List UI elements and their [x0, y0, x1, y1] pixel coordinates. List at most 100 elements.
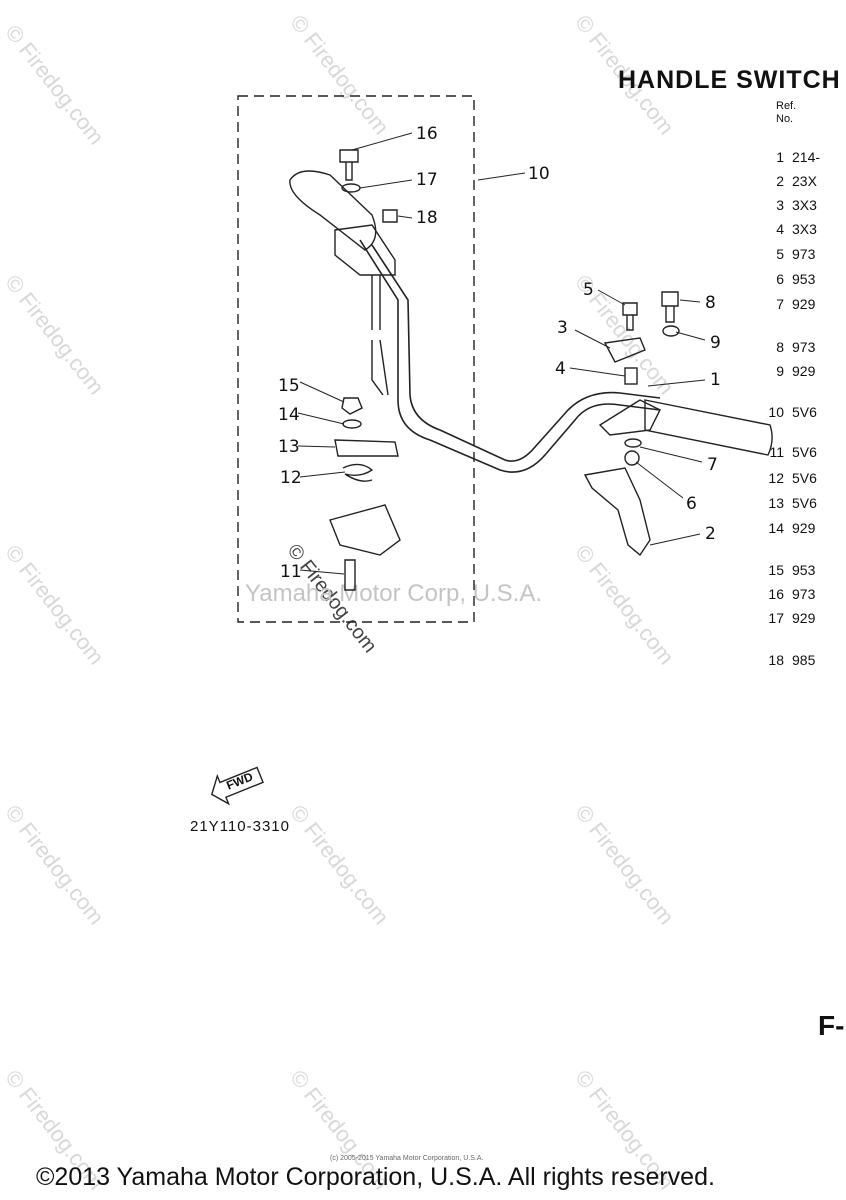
wire: [371, 275, 389, 396]
left-grip: [289, 170, 377, 251]
callout-5: 5: [583, 280, 594, 300]
ref-row-number: 15: [768, 562, 784, 578]
ref-header: Ref. No.: [776, 100, 796, 126]
page-title: HANDLE SWITCH: [618, 66, 841, 94]
ref-row: 7 929: [762, 296, 815, 312]
screw-18: [382, 209, 398, 223]
ref-row-number: 13: [768, 495, 784, 511]
ref-row-part-number: 929: [792, 520, 816, 536]
ref-row-number: 16: [768, 586, 784, 602]
ref-header-no: No.: [776, 113, 794, 125]
ref-row: 4 3X3: [762, 221, 817, 237]
copyright-notice: ©2013 Yamaha Motor Corporation, U.S.A. A…: [36, 1163, 715, 1191]
ref-row: 15 953: [762, 562, 815, 578]
ref-row-part-number: 985: [792, 652, 816, 668]
washer-14: [342, 419, 362, 429]
ref-row: 10 5V6: [762, 404, 817, 420]
callout-2: 2: [705, 524, 716, 544]
callout-15: 15: [278, 376, 300, 396]
callout-12: 12: [280, 468, 302, 488]
ref-row: 11 5V6: [762, 444, 817, 460]
callout-7: 7: [707, 455, 718, 475]
callout-4: 4: [555, 359, 566, 379]
screw-16: [339, 149, 359, 181]
ref-row-part-number: 5V6: [792, 470, 817, 486]
ref-row-part-number: 973: [792, 586, 816, 602]
bolt-5: [622, 302, 638, 331]
ref-row: 12 5V6: [762, 470, 817, 486]
callout-6: 6: [686, 494, 697, 514]
nut-6: [624, 450, 640, 466]
ref-row-number: 11: [769, 444, 784, 460]
ref-row-part-number: 5V6: [792, 404, 817, 420]
handlebar-inner: [371, 244, 661, 462]
ref-row-number: 1: [776, 149, 784, 165]
bracket-3: [603, 337, 646, 363]
ref-row: 5 973: [762, 246, 815, 262]
ref-row-part-number: 953: [792, 271, 816, 287]
ref-row-number: 12: [768, 470, 784, 486]
callout-8: 8: [705, 293, 716, 313]
collar-4: [624, 367, 638, 385]
ref-row-part-number: 953: [792, 562, 816, 578]
bolt-8: [661, 291, 679, 323]
leader-lines: [297, 132, 706, 575]
ref-row-part-number: 929: [792, 296, 816, 312]
callout-11: 11: [280, 562, 302, 582]
assembly-box: [237, 95, 475, 623]
ref-row-part-number: 3X3: [792, 221, 817, 237]
callout-17: 17: [416, 170, 438, 190]
ref-row-number: 4: [776, 221, 784, 237]
ref-row-part-number: 214-: [792, 149, 821, 165]
ref-row-number: 10: [768, 404, 784, 420]
ref-row-number: 5: [776, 246, 784, 262]
ref-row-part-number: 929: [792, 610, 816, 626]
screw-11: [344, 559, 356, 591]
ref-row: 14 929: [762, 520, 815, 536]
ref-row-part-number: 929: [792, 363, 816, 379]
callout-10: 10: [528, 164, 550, 184]
nut-15: [341, 397, 363, 415]
ref-header-ref: Ref.: [776, 100, 797, 112]
ref-row: 9 929: [762, 363, 815, 379]
callout-9: 9: [710, 333, 721, 353]
callout-13: 13: [278, 437, 300, 457]
ref-row-number: 14: [768, 520, 784, 536]
lever-2: [583, 467, 651, 557]
ref-row: 1 214-: [762, 149, 820, 165]
ref-row: 17 929: [762, 610, 815, 626]
washer-17: [341, 183, 361, 193]
ref-row-part-number: 973: [792, 339, 816, 355]
washer-7: [624, 438, 642, 448]
watermark-yamaha: Yamaha Motor Corp, U.S.A.: [245, 580, 542, 607]
washer-9: [662, 325, 680, 337]
ref-row-part-number: 5V6: [792, 495, 817, 511]
callout-3: 3: [557, 318, 568, 338]
ref-row-part-number: 973: [792, 246, 816, 262]
small-print: (c) 2005-2015 Yamaha Motor Corporation, …: [330, 1155, 484, 1162]
spring-12: [342, 463, 374, 482]
lower-housing: [329, 504, 401, 556]
ref-row-number: 17: [768, 610, 784, 626]
handlebar: [359, 239, 661, 473]
ref-row: 3 3X3: [762, 197, 817, 213]
ref-row-number: 9: [776, 363, 784, 379]
page-label: F-: [818, 1010, 845, 1041]
callout-18: 18: [416, 208, 438, 228]
ref-row-number: 8: [776, 339, 784, 355]
left-switch-housing: [334, 224, 396, 276]
fwd-arrow: [210, 766, 264, 806]
ref-row: 6 953: [762, 271, 815, 287]
ref-row-number: 2: [776, 173, 784, 189]
ref-row-part-number: 3X3: [792, 197, 817, 213]
ref-row-number: 7: [776, 296, 784, 312]
ref-row-part-number: 23X: [792, 173, 817, 189]
lever-holder-1: [598, 399, 661, 436]
ref-row-number: 3: [776, 197, 784, 213]
ref-row-number: 18: [768, 652, 784, 668]
ref-row-part-number: 5V6: [792, 444, 817, 460]
callout-14: 14: [278, 405, 300, 425]
ref-row-number: 6: [776, 271, 784, 287]
ref-row: 13 5V6: [762, 495, 817, 511]
